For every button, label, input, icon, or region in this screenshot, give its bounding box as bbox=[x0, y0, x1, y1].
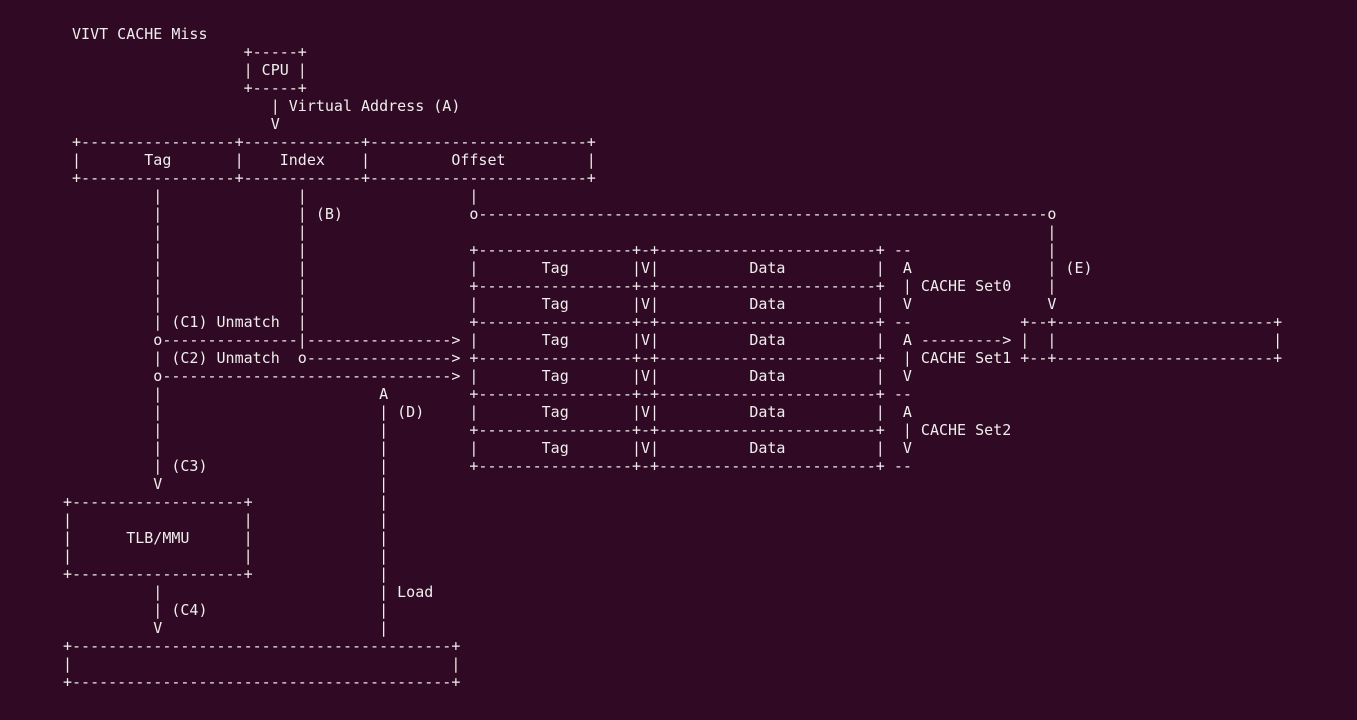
diagram-line: | A +-----------------+-+---------------… bbox=[63, 385, 912, 403]
diagram-line: | | | bbox=[63, 223, 1057, 241]
diagram-line: | Virtual Address (A) bbox=[63, 97, 461, 115]
diagram-line: | Tag | Index | Offset | bbox=[63, 151, 596, 169]
diagram-line: | | +-----------------+-+---------------… bbox=[63, 241, 1057, 259]
diagram-line: o---------------|----------------> | Tag… bbox=[63, 331, 1283, 349]
diagram-line: | (C2) Unmatch o----------------> +-----… bbox=[63, 349, 1283, 367]
diagram-line: +-----------------+-------------+-------… bbox=[63, 133, 596, 151]
diagram-line: | | +-----------------+-+---------------… bbox=[63, 277, 1057, 295]
diagram-line: +-----+ bbox=[63, 79, 307, 97]
ascii-diagram-vivt-cache-miss: VIVT CACHE Miss +-----+ | CPU | +-----+ … bbox=[63, 25, 1282, 691]
diagram-line: | | (D) | Tag |V| Data | A bbox=[63, 403, 912, 421]
diagram-line: V bbox=[63, 115, 280, 133]
diagram-title-line: VIVT CACHE Miss bbox=[63, 25, 208, 43]
diagram-line: | (C3) | +-----------------+-+----------… bbox=[63, 457, 912, 475]
diagram-line: | | | Tag |V| Data | A | (E) bbox=[63, 259, 1093, 277]
diagram-line: +-----+ bbox=[63, 43, 307, 61]
diagram-line: | (C4) | bbox=[63, 601, 389, 619]
diagram-line: | | +-----------------+-+---------------… bbox=[63, 421, 1012, 439]
diagram-line: | | | bbox=[63, 187, 479, 205]
diagram-line: o--------------------------------> | Tag… bbox=[63, 367, 912, 385]
diagram-line: | | (B) o-------------------------------… bbox=[63, 205, 1057, 223]
diagram-line: | | Load bbox=[63, 583, 434, 601]
diagram-line: +-------------------+ | bbox=[63, 493, 389, 511]
diagram-line: | | bbox=[63, 655, 461, 673]
diagram-line: +---------------------------------------… bbox=[63, 673, 461, 691]
diagram-line: +---------------------------------------… bbox=[63, 637, 461, 655]
diagram-line: V | bbox=[63, 475, 389, 493]
diagram-line: | (C1) Unmatch | +-----------------+-+--… bbox=[63, 313, 1283, 331]
diagram-line: +-----------------+-------------+-------… bbox=[63, 169, 596, 187]
diagram-line: | CPU | bbox=[63, 61, 307, 79]
diagram-line: | | | bbox=[63, 547, 389, 565]
diagram-line: V | bbox=[63, 619, 389, 637]
diagram-line: | | | Tag |V| Data | V V bbox=[63, 295, 1057, 313]
diagram-line: | | | bbox=[63, 511, 389, 529]
diagram-line: +-------------------+ | bbox=[63, 565, 389, 583]
diagram-line: | TLB/MMU | | bbox=[63, 529, 389, 547]
diagram-line: | | | Tag |V| Data | V bbox=[63, 439, 912, 457]
